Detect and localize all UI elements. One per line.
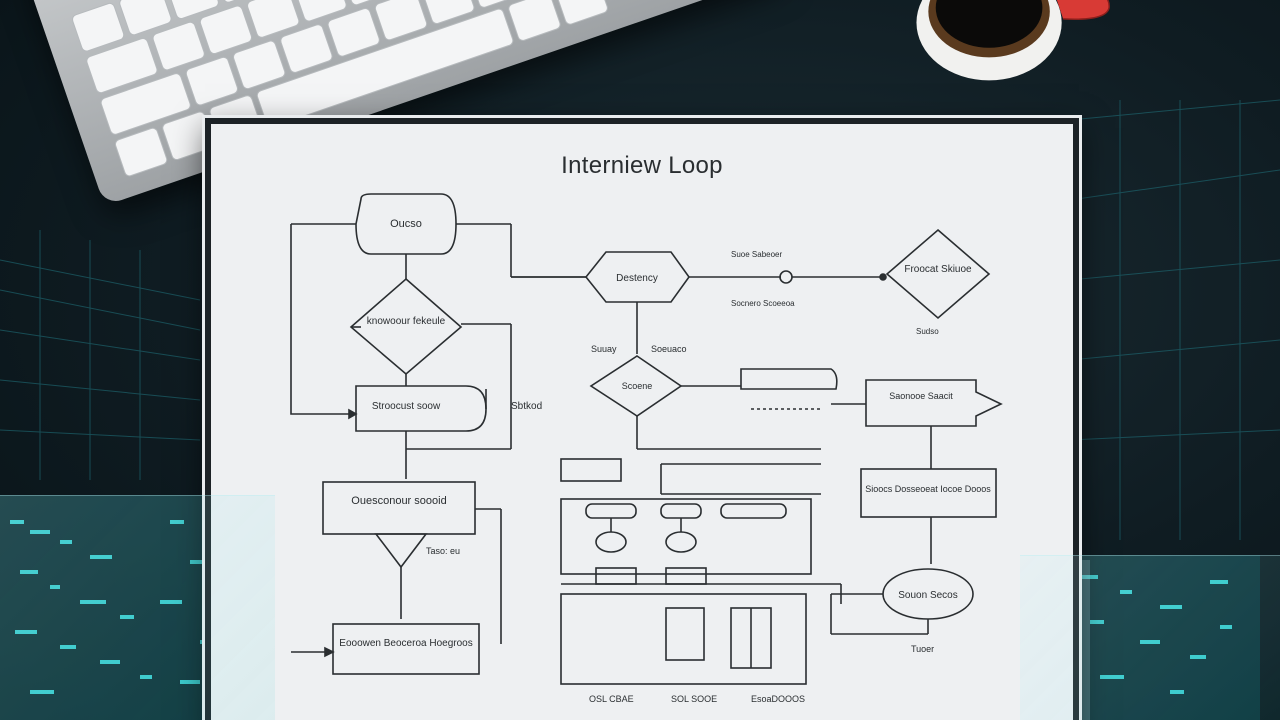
svg-text:Stroocust soow: Stroocust soow	[372, 401, 441, 412]
mid-note-right: Soeuaco	[651, 344, 687, 354]
branch-note: Taso: eu	[426, 546, 460, 556]
diamond-right: Froocat Skiuoe	[885, 228, 991, 320]
keyboard-keys	[72, 0, 608, 177]
svg-text:Oucso: Oucso	[390, 218, 422, 230]
diagram-title: Interniew Loop	[561, 152, 723, 179]
svg-text:Eooowen Beoceroa Hoegroos: Eooowen Beoceroa Hoegroos	[339, 638, 472, 649]
svg-text:knowoour fekeule: knowoour fekeule	[367, 316, 446, 327]
end-box: Eooowen Beoceroa Hoegroos	[332, 623, 480, 675]
start-node: Oucso	[355, 193, 457, 255]
process-1: Stroocust soow	[355, 385, 487, 432]
footer-3: EsoaDOOOS	[751, 694, 805, 704]
flowchart-paper: Interniew Loop Oucso knowoour fekeule St…	[205, 118, 1079, 720]
box-right-2: Sioocs Dosseoeat Iocoe Dooos	[860, 468, 997, 518]
svg-text:Saonooe Saacit: Saonooe Saacit	[889, 391, 953, 401]
svg-text:Destency: Destency	[616, 273, 658, 284]
footer-2: SOL SOOE	[671, 694, 717, 704]
svg-text:Sioocs Dosseoeat Iocoe Dooos: Sioocs Dosseoeat Iocoe Dooos	[865, 484, 991, 494]
decision-1: knowoour fekeule	[349, 277, 463, 376]
box-right-1: Saonooe Saacit	[865, 379, 1003, 427]
svg-text:Froocat Skiuoe: Froocat Skiuoe	[904, 264, 972, 275]
diamond-right-note: Sudso	[916, 327, 939, 336]
oval-right-note: Tuoer	[911, 644, 934, 654]
keyboard	[20, 0, 786, 206]
hex-note-bottom: Socnero Scoeeoa	[731, 299, 795, 308]
hex-node: Destency	[584, 251, 690, 303]
process-2: Ouesconour soooid	[322, 481, 476, 535]
footer-1: OSL CBAE	[589, 694, 634, 704]
svg-text:Souon Secos: Souon Secos	[898, 590, 958, 601]
svg-text:Ouesconour soooid: Ouesconour soooid	[351, 495, 446, 507]
hex-note-top: Suoe Sabeoer	[731, 250, 782, 259]
coffee-mug	[916, 0, 1110, 81]
mid-decision: Scoene	[589, 355, 683, 417]
svg-text:Scoene: Scoene	[622, 381, 653, 391]
mid-note-left: Suuay	[591, 344, 617, 354]
oval-right: Souon Secos	[882, 568, 974, 620]
side-note-1: Sbtkod	[511, 401, 542, 412]
flowchart: Oucso knowoour fekeule Stroocust soow Sb…	[290, 193, 1003, 704]
